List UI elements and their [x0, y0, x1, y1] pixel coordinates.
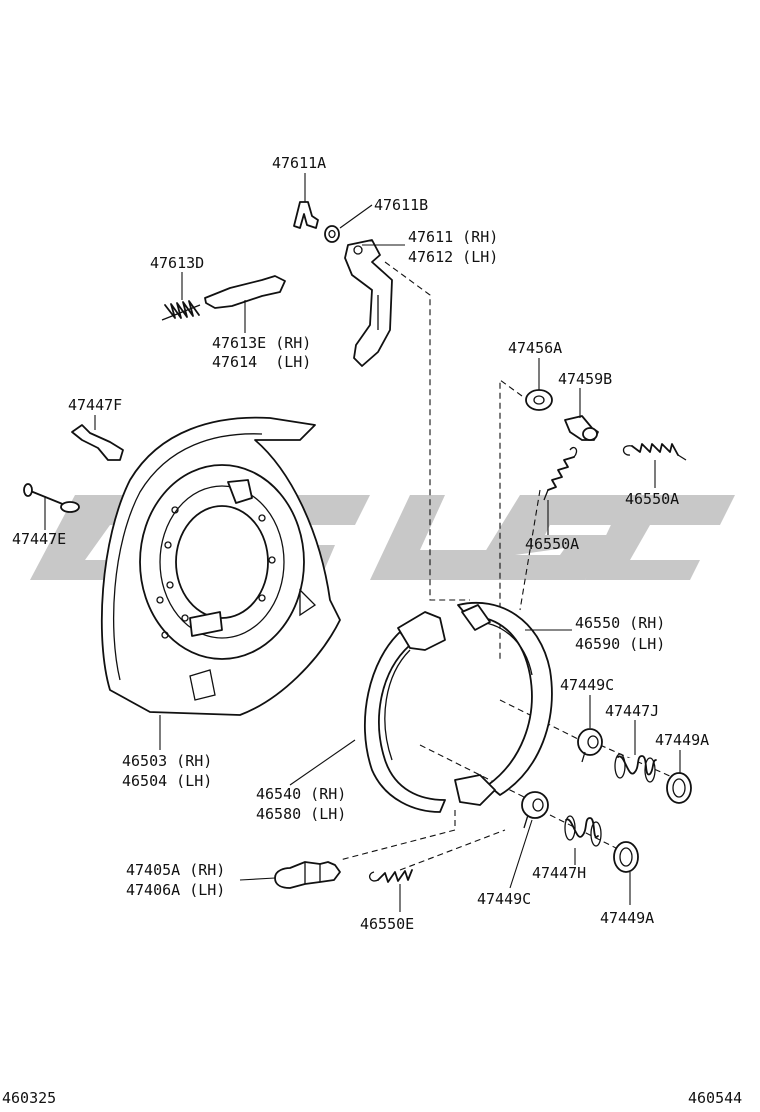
label-46503-rh: 46503 (RH) [122, 752, 212, 770]
washer-47611b [324, 225, 340, 243]
leader-lines [44, 173, 681, 912]
label-46590-lh: 46590 (LH) [575, 635, 665, 653]
label-47447j: 47447J [605, 702, 659, 720]
label-47449c-upper: 47449C [560, 676, 614, 694]
label-47613d: 47613D [150, 254, 204, 272]
label-47612-lh: 47612 (LH) [408, 248, 498, 266]
label-47449c-lower: 47449C [477, 890, 531, 908]
footer-left-code: 460325 [2, 1089, 56, 1107]
cup-47449c-upper [577, 728, 603, 763]
label-47456a: 47456A [508, 339, 562, 357]
adjuster-47613e [204, 275, 286, 309]
cup-47449a-upper [666, 772, 692, 804]
clip-47611a [293, 201, 319, 229]
label-46550-rh: 46550 (RH) [575, 614, 665, 632]
label-46550a-lower: 46550A [525, 535, 579, 553]
label-47406a-lh: 47406A (LH) [126, 881, 225, 899]
adjusting-bolt-47405a [274, 861, 341, 889]
label-47611-rh: 47611 (RH) [408, 228, 498, 246]
label-47614-lh: 47614 (LH) [212, 353, 311, 371]
label-47449a-lower: 47449A [600, 909, 654, 927]
label-46550a-upper: 46550A [625, 490, 679, 508]
pin-47447e [23, 483, 80, 513]
pin-47459b [564, 415, 599, 441]
label-47405a-rh: 47405A (RH) [126, 861, 225, 879]
adjusting-lever [344, 239, 393, 367]
spring-47447j [614, 753, 657, 783]
spring-47447h [564, 815, 602, 847]
label-47459b: 47459B [558, 370, 612, 388]
footer-right-code: 460544 [688, 1089, 742, 1107]
label-47611a: 47611A [272, 154, 326, 172]
adjuster-spring-47613d [161, 300, 201, 321]
return-spring-46550a-upper [622, 443, 687, 461]
spring-46550e [369, 869, 413, 883]
label-47611b: 47611B [374, 196, 428, 214]
clip-47447f [71, 424, 124, 461]
backing-plate [100, 416, 341, 716]
return-spring-46550a-lower [543, 446, 578, 501]
label-47449a-upper: 47449A [655, 731, 709, 749]
label-47447h: 47447H [532, 864, 586, 882]
label-47447e: 47447E [12, 530, 66, 548]
label-47447f: 47447F [68, 396, 122, 414]
washer-47456a [525, 389, 553, 411]
label-46540-rh: 46540 (RH) [256, 785, 346, 803]
brake-shoes [364, 601, 553, 813]
label-46550e: 46550E [360, 915, 414, 933]
label-46580-lh: 46580 (LH) [256, 805, 346, 823]
label-46504-lh: 46504 (LH) [122, 772, 212, 790]
cup-47449c-lower [521, 791, 549, 829]
label-47613e-rh: 47613E (RH) [212, 334, 311, 352]
cup-47449a-lower [613, 841, 639, 873]
